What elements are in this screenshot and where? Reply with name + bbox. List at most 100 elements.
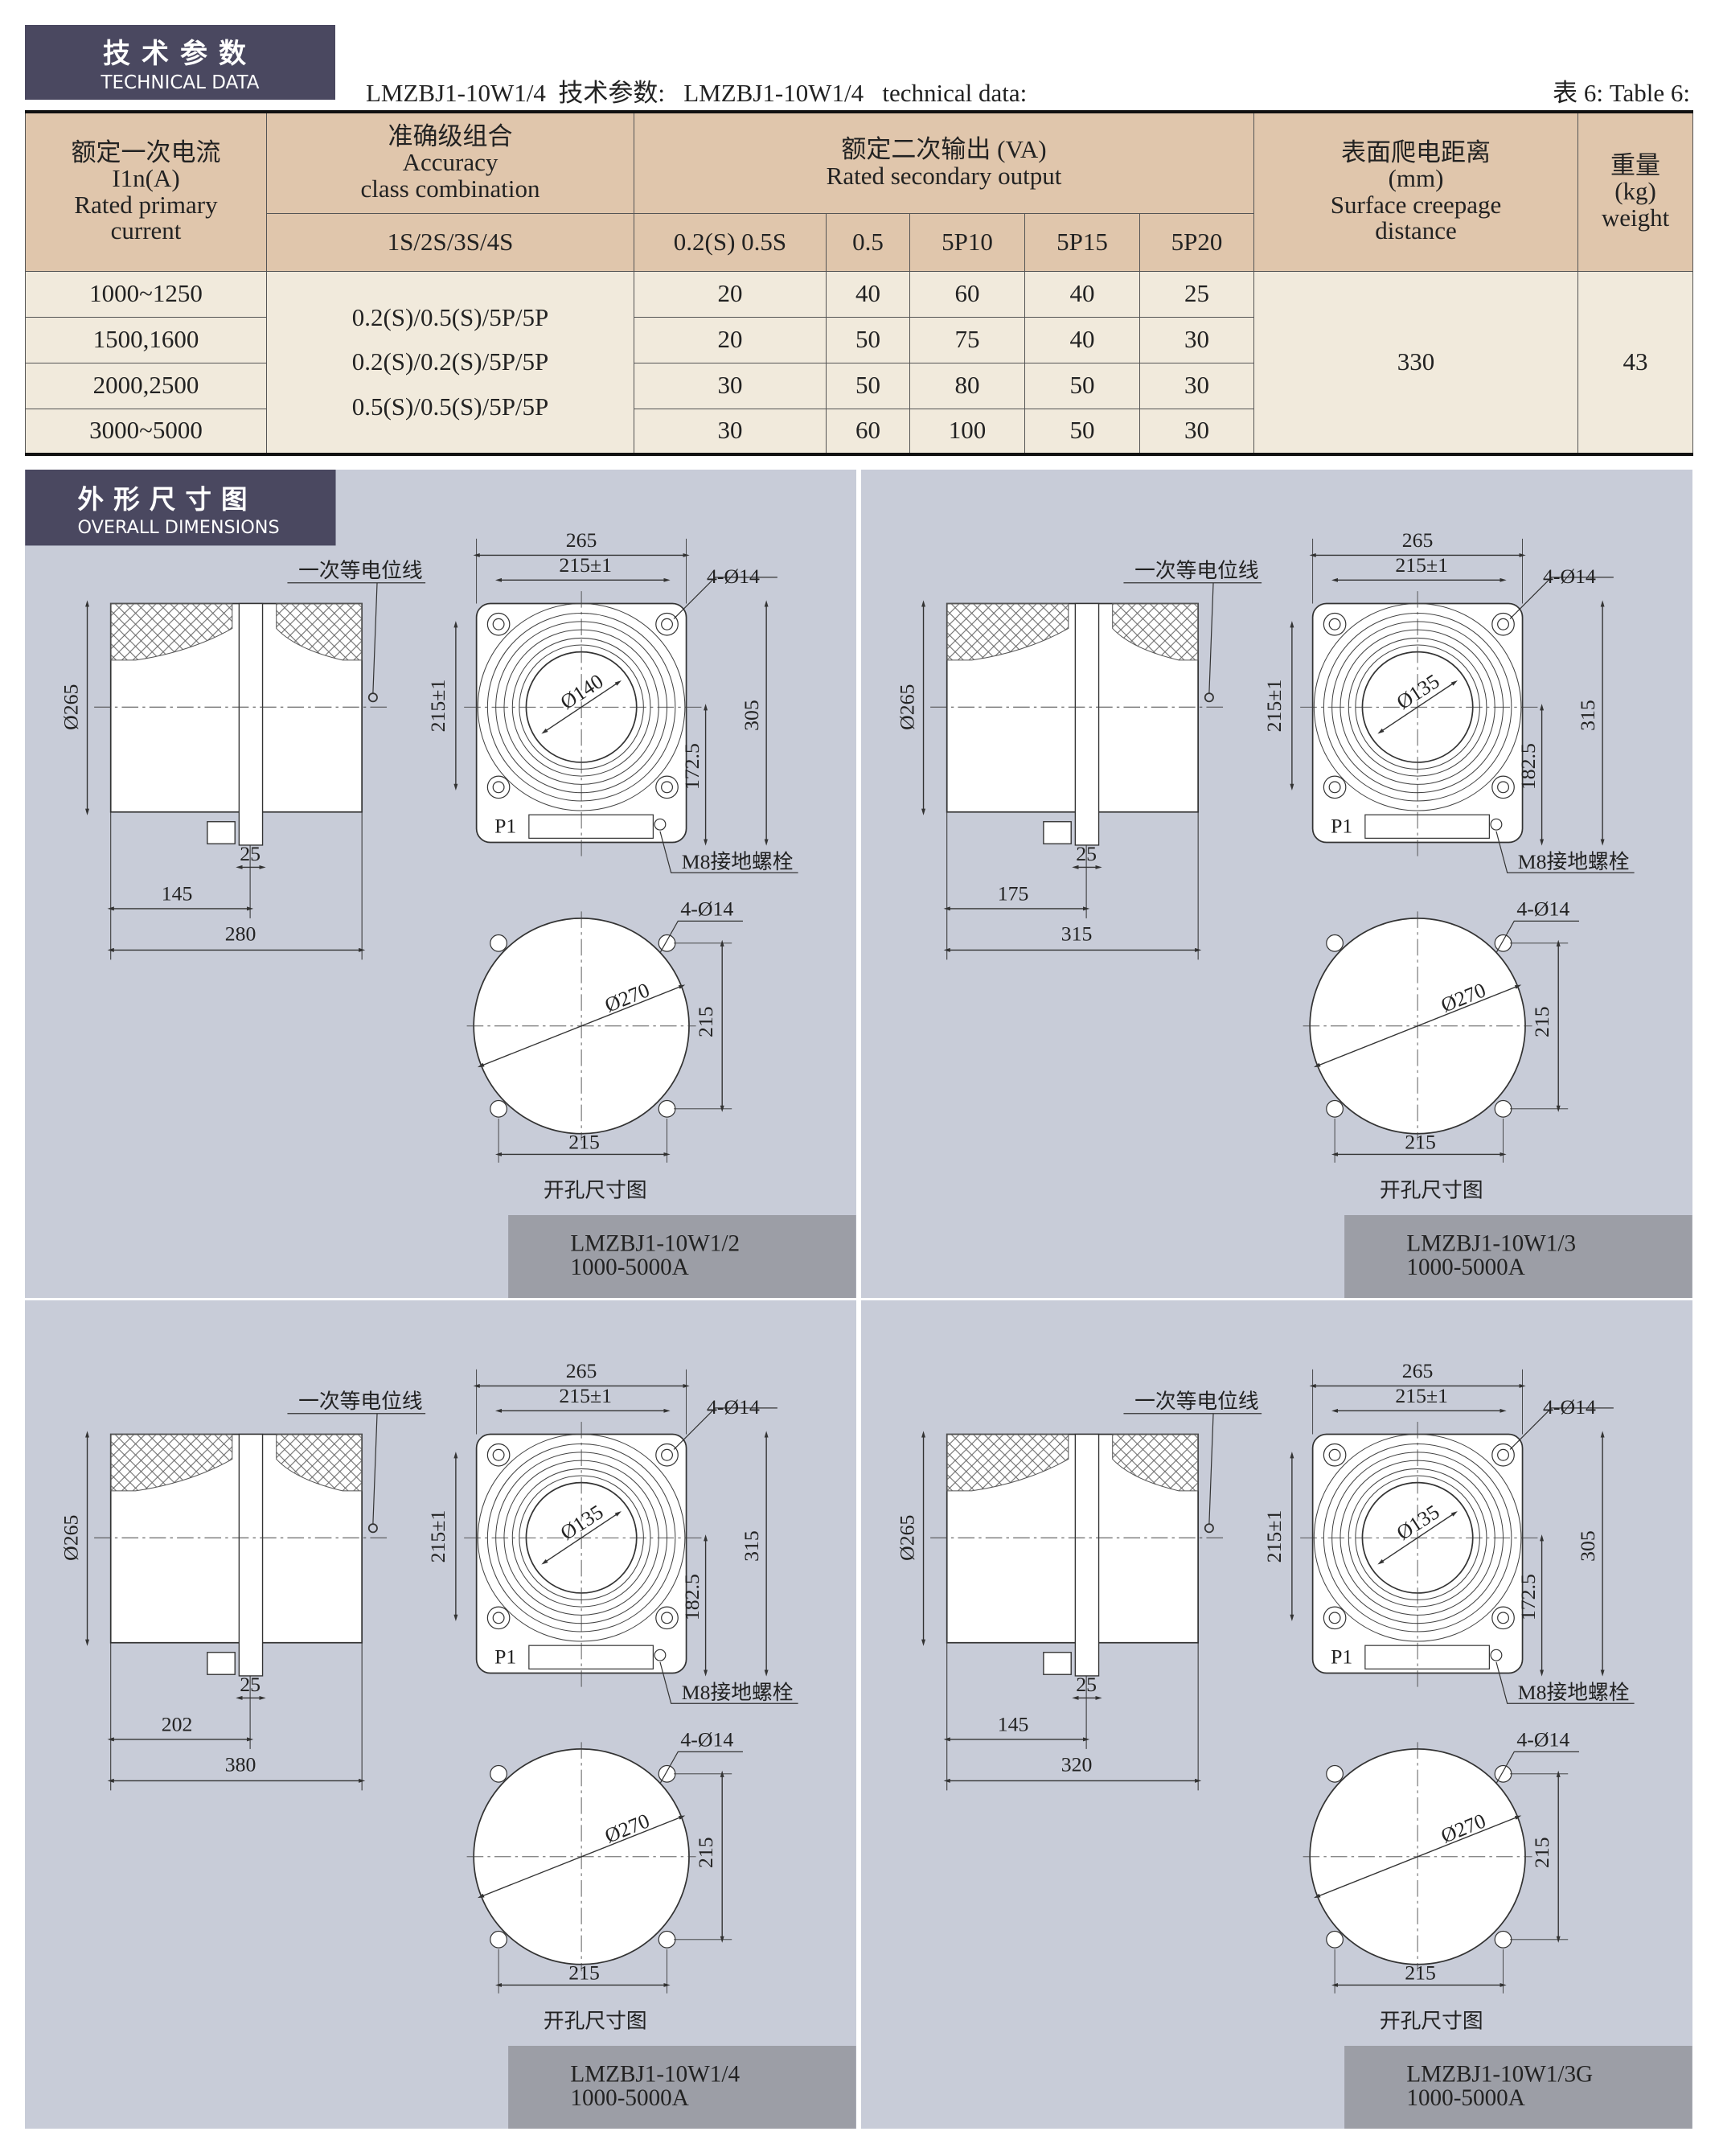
dim-total-width: 280	[225, 922, 256, 945]
label-p1: P1	[494, 814, 516, 837]
dim-center-height: 182.5	[680, 1574, 704, 1620]
dim-cutout-holes: 4-Ø14	[1516, 1727, 1569, 1751]
label-ground-bolt: M8接地螺栓	[1518, 850, 1630, 873]
label-equipotential-lead: 一次等电位线	[1134, 559, 1259, 582]
cell-current: 2000,2500	[25, 362, 267, 409]
model-current-range: 1000-5000A	[1406, 2085, 1524, 2111]
cell-current: 1500,1600	[25, 316, 267, 363]
dim-bolt-holes: 4-Ø14	[707, 1395, 760, 1419]
dim-cutout-vertical: 215	[694, 1837, 717, 1868]
dim-offset: 175	[998, 882, 1029, 906]
cell-output: 20	[634, 316, 827, 363]
dim-cutout-holes: 4-Ø14	[1516, 897, 1569, 920]
cell-output: 40	[826, 270, 910, 318]
dim-total-width: 315	[1061, 922, 1093, 945]
cutout-title: 开孔尺寸图	[1380, 1179, 1483, 1202]
badge-title-zh: 技术参数	[103, 38, 257, 70]
dim-offset: 145	[998, 1713, 1029, 1736]
cell-output: 30	[634, 408, 827, 455]
label-ground-bolt: M8接地螺栓	[682, 1681, 794, 1704]
cell-output: 30	[634, 362, 827, 409]
cell-output: 50	[826, 316, 910, 363]
dim-cutout-horizontal: 215	[1405, 1131, 1436, 1154]
front-view: 265 215±1 4-Ø14 Ø140 215±1 172.5 305 P1 …	[426, 528, 798, 873]
cell-output: 30	[1138, 408, 1255, 455]
badge-title-en: TECHNICAL DATA	[101, 72, 260, 93]
dim-bolt-holes: 4-Ø14	[707, 565, 760, 588]
cell-output: 40	[1024, 316, 1140, 363]
label-ground-bolt: M8接地螺栓	[682, 850, 794, 873]
dim-cutout-vertical: 215	[694, 1006, 717, 1037]
dim-offset: 202	[162, 1713, 193, 1736]
model-name: LMZBJ1-10W1/4	[570, 2062, 740, 2088]
side-view: Ø265 一次等电位线 25 145 320	[896, 1390, 1262, 1791]
dim-total-height: 315	[1576, 700, 1599, 731]
dimension-panel: Ø265 一次等电位线 25 175 315 265 215±1 4-Ø14 Ø…	[861, 470, 1692, 1298]
dim-vertical-spacing: 215±1	[1262, 680, 1286, 733]
dimension-drawing: Ø265 一次等电位线 25 175 315 265 215±1 4-Ø14 Ø…	[896, 528, 1692, 1298]
front-view: 265 215±1 4-Ø14 Ø135 215±1 182.5 315 P1 …	[1262, 528, 1635, 873]
technical-data-badge: 技术参数 TECHNICAL DATA	[25, 25, 335, 100]
cutout-title: 开孔尺寸图	[1380, 2010, 1483, 2033]
cell-output: 60	[826, 408, 910, 455]
dim-cutout-horizontal: 215	[568, 1961, 600, 1985]
subheader-col: 0.2(S) 0.5S	[634, 212, 827, 272]
cell-weight: 43	[1577, 270, 1694, 455]
label-equipotential-lead: 一次等电位线	[298, 559, 423, 582]
cell-output: 60	[909, 270, 1025, 318]
model-name: LMZBJ1-10W1/3	[1406, 1231, 1576, 1257]
model-label: LMZBJ1-10W1/3G 1000-5000A	[1344, 2046, 1692, 2129]
dim-diameter: Ø265	[59, 1515, 83, 1561]
cell-current: 1000~1250	[25, 270, 267, 318]
model-label: LMZBJ1-10W1/2 1000-5000A	[508, 1215, 856, 1298]
cutout-view: 4-Ø14 Ø270 215 215 开孔尺寸图	[1303, 1727, 1579, 2033]
model-label: LMZBJ1-10W1/3 1000-5000A	[1344, 1215, 1692, 1298]
dim-total-width: 380	[225, 1752, 256, 1776]
dim-cutout-holes: 4-Ø14	[680, 897, 733, 920]
side-view: Ø265 一次等电位线 25 175 315	[896, 559, 1262, 960]
cell-output: 100	[909, 408, 1025, 455]
model-name: LMZBJ1-10W1/2	[570, 1231, 740, 1257]
dim-center-height: 172.5	[1516, 1574, 1540, 1620]
label-p1: P1	[1331, 814, 1352, 837]
label-equipotential-lead: 一次等电位线	[298, 1390, 423, 1413]
cutout-view: 4-Ø14 Ø270 215 215 开孔尺寸图	[1303, 897, 1579, 1202]
dim-cutout-holes: 4-Ø14	[680, 1727, 733, 1751]
dim-bolt-spacing: 215±1	[1395, 1384, 1448, 1407]
dim-cutout-vertical: 215	[1530, 1006, 1553, 1037]
cell-output: 25	[1138, 270, 1255, 318]
dim-cutout-vertical: 215	[1530, 1837, 1553, 1868]
cell-output: 20	[634, 270, 827, 318]
model-current-range: 1000-5000A	[570, 1255, 688, 1280]
dim-vertical-spacing: 215±1	[426, 1510, 449, 1563]
dim-width-265: 265	[1402, 1359, 1434, 1382]
cell-output: 30	[1138, 362, 1255, 409]
dimension-panel: Ø265 一次等电位线 25 145 280 265 215±1 4-Ø14 Ø…	[25, 470, 856, 1298]
dim-offset: 145	[162, 882, 193, 906]
header-weight: 重量(kg)weight	[1577, 111, 1694, 272]
label-p1: P1	[1331, 1645, 1352, 1668]
subheader-col: 5P20	[1138, 212, 1255, 272]
label-equipotential-lead: 一次等电位线	[1134, 1390, 1259, 1413]
cell-output: 50	[1024, 408, 1140, 455]
cutout-title: 开孔尺寸图	[544, 1179, 647, 1202]
cutout-view: 4-Ø14 Ø270 215 215 开孔尺寸图	[466, 897, 743, 1202]
cell-creepage: 330	[1253, 270, 1579, 455]
dim-width-265: 265	[566, 528, 597, 552]
front-view: 265 215±1 4-Ø14 Ø135 215±1 172.5 305 P1 …	[1262, 1359, 1635, 1704]
dim-bolt-spacing: 215±1	[1395, 553, 1448, 577]
dim-total-width: 320	[1061, 1752, 1093, 1776]
dim-bolt-holes: 4-Ø14	[1543, 1395, 1596, 1419]
dim-diameter: Ø265	[896, 1515, 919, 1561]
table-number: 表 6: Table 6:	[1553, 79, 1690, 107]
dim-center-height: 182.5	[1516, 743, 1540, 790]
model-name: LMZBJ1-10W1/3G	[1406, 2062, 1593, 2088]
dim-vertical-spacing: 215±1	[1262, 1510, 1286, 1563]
dimension-drawing: Ø265 一次等电位线 25 145 320 265 215±1 4-Ø14 Ø…	[896, 1359, 1692, 2129]
overall-dimensions-badge: 外形尺寸图 OVERALL DIMENSIONS	[25, 470, 336, 546]
dim-cutout-horizontal: 215	[1405, 1961, 1436, 1985]
